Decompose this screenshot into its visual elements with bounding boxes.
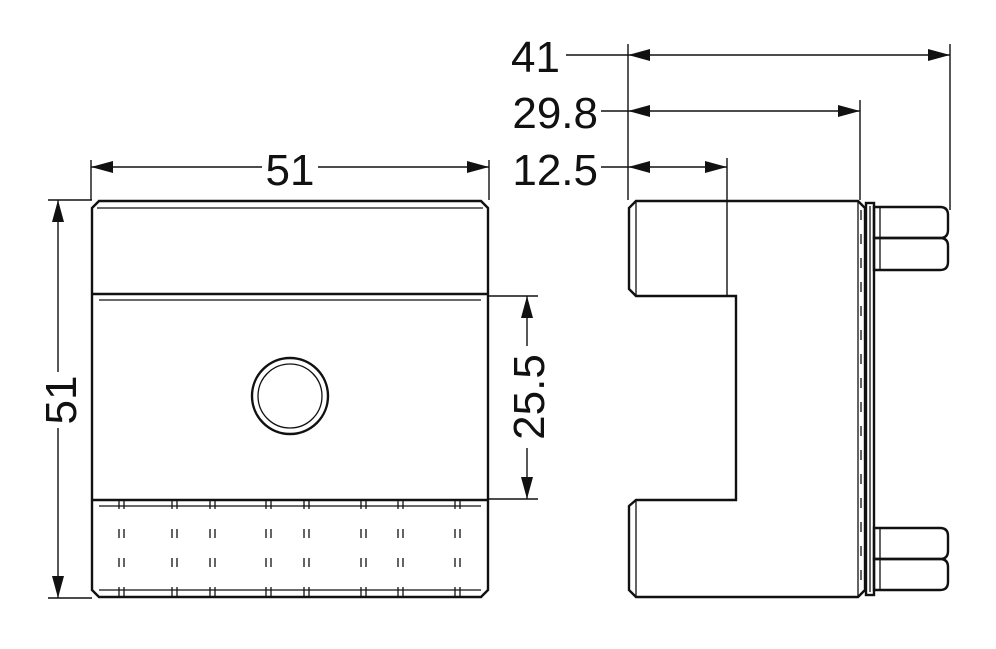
dim-side-to-plate-label: 29.8 [512,89,598,138]
side-body-outline [627,199,867,599]
dim-side-overall: 41 [511,33,950,82]
front-bore-inner [257,363,323,429]
side-extension-lines [627,44,951,296]
lower-bolt [872,526,950,592]
dim-front-width-label: 51 [266,146,315,195]
dim-front-height: 51 [37,199,92,599]
dim-front-width: 51 [90,146,490,200]
front-view [90,199,490,599]
upper-bolt [872,205,950,272]
front-bore-outer [250,356,330,436]
dim-slot-height-label: 25.5 [505,354,554,440]
dim-front-height-label: 51 [37,376,86,425]
dim-side-to-plate: 29.8 [512,89,860,138]
dim-side-overall-label: 41 [511,33,560,82]
dim-side-jaw: 12.5 [512,146,727,195]
side-view [627,199,950,599]
front-hidden-lines [118,500,461,597]
dim-slot-height: 25.5 [488,295,554,500]
side-back-plate [864,201,876,597]
front-body-outline [90,199,490,599]
dim-side-jaw-label: 12.5 [512,146,598,195]
